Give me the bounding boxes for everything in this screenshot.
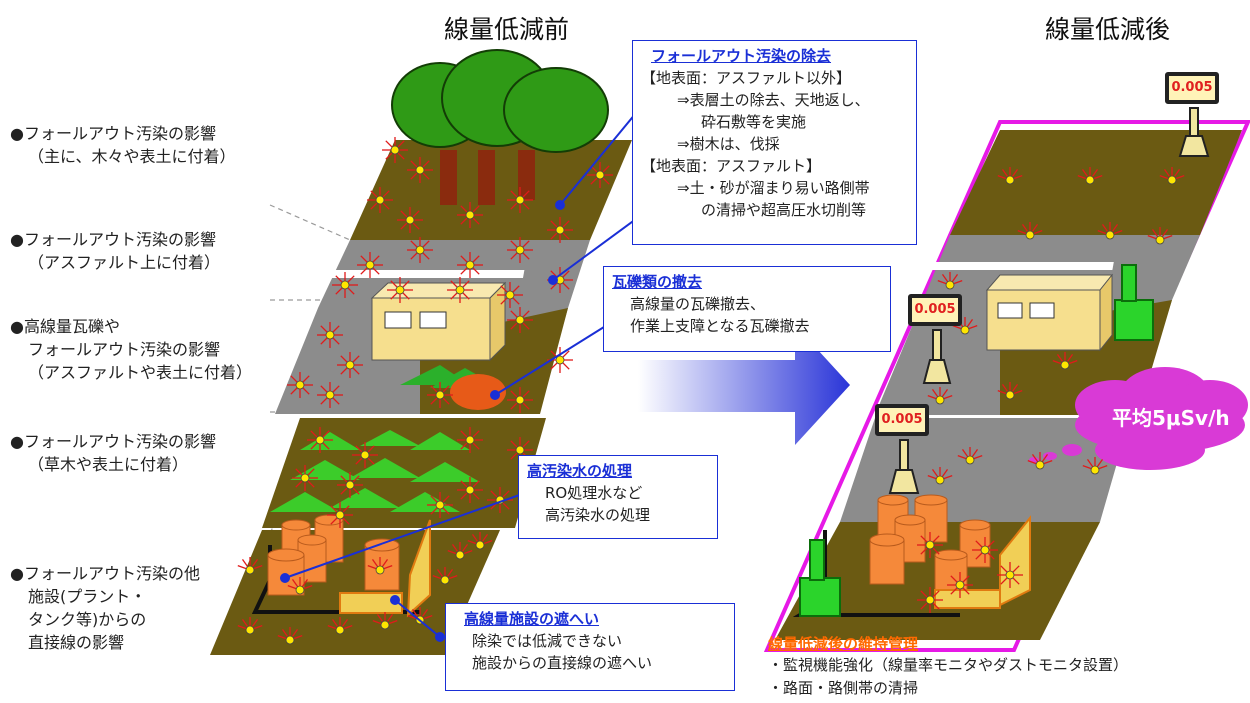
radiation-mark	[487, 487, 513, 513]
tanks-left	[267, 514, 400, 596]
maintenance-section: 線量低減後の維持管理 ・監視機能強化（線量率モニタやダストモニタ設置） ・路面・…	[768, 635, 1129, 697]
radiation-mark	[587, 162, 613, 188]
radiation-mark	[1097, 222, 1123, 240]
building-right	[985, 273, 1114, 352]
title-after: 線量低減後	[1045, 15, 1171, 44]
radiation-mark	[547, 217, 573, 243]
average-dose-label: 平均5μSv/h	[1112, 406, 1230, 430]
radiation-mark	[317, 322, 343, 348]
radiation-mark	[237, 557, 263, 575]
radiation-mark	[387, 277, 413, 303]
radiation-mark	[927, 467, 953, 485]
radiation-mark	[372, 612, 398, 630]
dose-monitor-2: 0.005	[908, 294, 962, 326]
title-before: 線量低減前	[444, 15, 570, 44]
label-tier-rubble: ●高線量瓦礫や フォールアウト汚染の影響 （アスファルトや表土に付着）	[10, 317, 253, 382]
radiation-mark	[507, 237, 533, 263]
box-water-treatment: 高汚染水の処理 RO処理水など 高汚染水の処理	[518, 455, 718, 539]
radiation-mark	[957, 447, 983, 465]
radiation-mark	[997, 562, 1023, 588]
radiation-mark	[1017, 222, 1043, 240]
radiation-points-right	[877, 167, 1185, 613]
radiation-points-left	[237, 137, 613, 645]
dose-monitor-3: 0.005	[875, 404, 929, 436]
label-tier-facility: ●フォールアウト汚染の他 施設(プラント・ タンク等)からの 直接線の影響	[10, 564, 200, 652]
dose-cloud	[1029, 367, 1248, 470]
radiation-mark	[337, 472, 363, 498]
radiation-mark	[1052, 352, 1078, 370]
radiation-mark	[407, 237, 433, 263]
right-frame	[763, 120, 1250, 652]
trees	[391, 49, 609, 205]
radiation-mark	[467, 532, 493, 550]
radiation-mark	[917, 532, 943, 558]
monitor-stands	[888, 107, 1210, 494]
radiation-mark	[507, 187, 533, 213]
radiation-mark	[1077, 167, 1103, 185]
box-water-title: 高汚染水の処理	[527, 462, 633, 480]
radiation-mark	[237, 617, 263, 635]
box-fallout-removal: フォールアウト汚染の除去 【地表面：アスファルト以外】 ⇒表層土の除去、天地返し…	[632, 40, 917, 245]
radiation-mark	[447, 542, 473, 560]
label-tier-forest: ●フォールアウト汚染の影響 （主に、木々や表土に付着）	[10, 124, 236, 166]
right-tier-4	[840, 418, 1130, 522]
radiation-mark	[497, 282, 523, 308]
radiation-mark	[1082, 457, 1108, 475]
radiation-mark	[917, 587, 943, 613]
radiation-mark	[277, 627, 303, 645]
radiation-mark	[382, 137, 408, 163]
radiation-mark	[947, 572, 973, 598]
radiation-mark	[307, 427, 333, 453]
radiation-mark	[327, 617, 353, 635]
radiation-mark	[367, 187, 393, 213]
radiation-mark	[447, 277, 473, 303]
radiation-mark	[1147, 227, 1173, 245]
radiation-mark	[287, 577, 313, 595]
radiation-mark	[997, 382, 1023, 400]
radiation-mark	[972, 537, 998, 563]
radiation-mark	[457, 427, 483, 453]
radiation-mark	[352, 442, 378, 468]
box-rubble-title: 瓦礫類の撤去	[612, 273, 703, 291]
radiation-mark	[432, 567, 458, 585]
box-rubble-removal: 瓦礫類の撤去 高線量の瓦礫撤去、 作業上支障となる瓦礫撤去	[603, 266, 891, 352]
radiation-mark	[337, 352, 363, 378]
radiation-mark	[357, 252, 383, 278]
radiation-mark	[507, 307, 533, 333]
radiation-mark	[457, 477, 483, 503]
radiation-mark	[1159, 167, 1185, 185]
radiation-mark	[367, 557, 393, 575]
radiation-mark	[937, 272, 963, 290]
radiation-mark	[332, 272, 358, 298]
radiation-mark	[317, 382, 343, 408]
box-shielding: 高線量施設の遮へい 除染では低減できない 施設からの直接線の遮へい	[445, 603, 735, 691]
radiation-mark	[457, 202, 483, 228]
box-fallout-title: フォールアウト汚染の除去	[651, 47, 832, 65]
radiation-mark	[457, 252, 483, 278]
radiation-mark	[427, 492, 453, 518]
radiation-mark	[427, 382, 453, 408]
box-shield-title: 高線量施設の遮へい	[464, 610, 600, 628]
right-tier-1	[950, 130, 1242, 235]
label-tier-grass: ●フォールアウト汚染の影響 （草木や表土に付着）	[10, 432, 216, 474]
radiation-mark	[1027, 452, 1053, 470]
maintenance-title: 線量低減後の維持管理	[768, 635, 919, 653]
radiation-mark	[292, 465, 318, 491]
grass	[270, 430, 480, 512]
radiation-mark	[397, 207, 423, 233]
radiation-mark	[507, 387, 533, 413]
dose-monitor-1: 0.005	[1165, 72, 1219, 104]
building-left	[370, 281, 507, 362]
radiation-mark	[327, 502, 353, 528]
radiation-mark	[927, 387, 953, 405]
transition-arrow	[638, 325, 850, 445]
label-tier-road: ●フォールアウト汚染の影響 （アスファルト上に付着）	[10, 230, 221, 272]
radiation-mark	[287, 372, 313, 398]
radiation-mark	[407, 157, 433, 183]
radiation-mark	[997, 167, 1023, 185]
